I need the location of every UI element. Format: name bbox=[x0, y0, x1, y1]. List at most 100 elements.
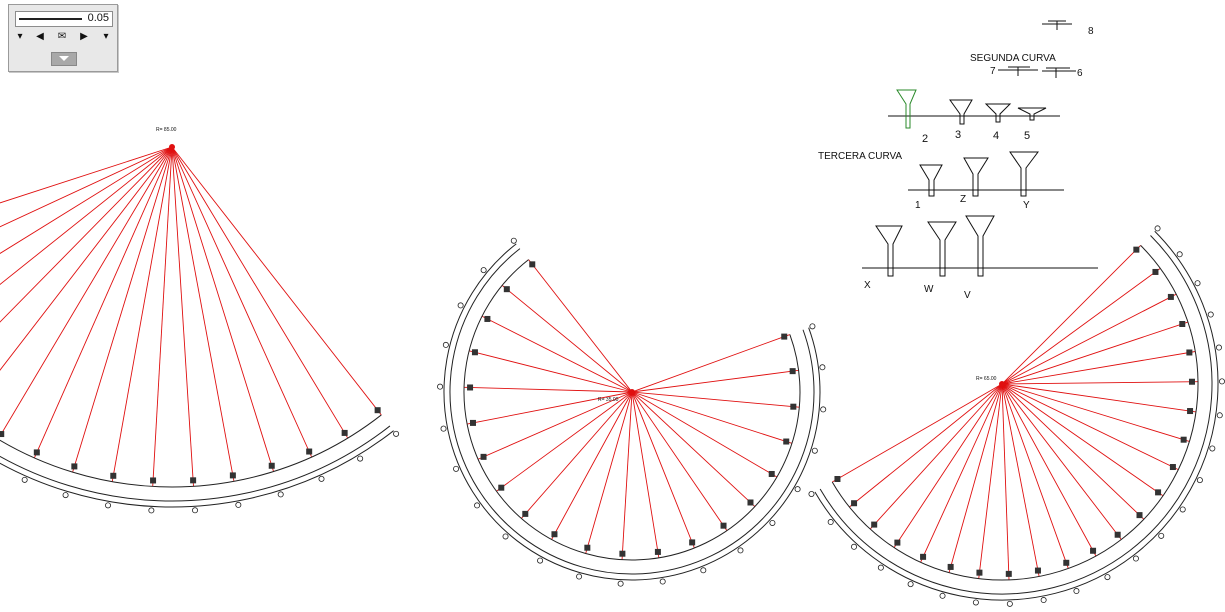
station-circle bbox=[809, 323, 816, 330]
radial-line bbox=[869, 383, 1003, 530]
radial-line bbox=[521, 391, 633, 519]
station-circle bbox=[1154, 225, 1161, 232]
radial-line bbox=[1001, 321, 1189, 385]
station-box bbox=[783, 438, 790, 445]
section-label-6: 6 bbox=[1077, 68, 1083, 79]
station-box bbox=[1186, 349, 1193, 356]
station-box bbox=[790, 403, 797, 410]
curve-center bbox=[629, 389, 635, 395]
section-label-4: 4 bbox=[993, 130, 999, 142]
radial-line bbox=[631, 391, 778, 478]
station-box bbox=[1169, 464, 1176, 471]
station-circle bbox=[1207, 311, 1214, 318]
center-label-3: R= 65.00 bbox=[976, 376, 997, 382]
station-box bbox=[619, 550, 626, 557]
radial-lines bbox=[0, 144, 1198, 580]
station-circle bbox=[62, 492, 69, 499]
station-box bbox=[584, 544, 591, 551]
slider-line bbox=[19, 18, 82, 20]
station-box bbox=[471, 349, 478, 356]
station-box bbox=[1133, 246, 1140, 253]
road-alignment bbox=[0, 230, 1219, 601]
radial-line bbox=[33, 146, 173, 459]
station-box bbox=[467, 384, 474, 391]
curve-center bbox=[169, 144, 175, 150]
radial-line bbox=[1001, 383, 1069, 569]
station-box bbox=[920, 553, 927, 560]
radial-line bbox=[832, 383, 1003, 483]
radial-line bbox=[978, 383, 1003, 579]
station-box bbox=[268, 462, 275, 469]
station-box bbox=[33, 449, 40, 456]
play-icon[interactable]: ▶ bbox=[80, 31, 88, 42]
radial-line bbox=[631, 391, 660, 558]
station-box bbox=[529, 261, 536, 268]
station-circle bbox=[510, 237, 517, 244]
station-box bbox=[190, 477, 197, 484]
station-box bbox=[1114, 531, 1121, 538]
speed-slider[interactable]: 0.05 bbox=[15, 11, 113, 27]
station-circle bbox=[1073, 588, 1080, 595]
station-circle bbox=[1179, 506, 1186, 513]
radial-line bbox=[1001, 351, 1196, 385]
radial-line bbox=[171, 146, 382, 416]
radial-line bbox=[528, 259, 633, 393]
station-box bbox=[110, 472, 117, 479]
radial-line bbox=[0, 146, 173, 228]
radial-line bbox=[477, 391, 633, 460]
radial-line bbox=[1001, 383, 1097, 557]
radial-line bbox=[152, 146, 173, 487]
station-circle bbox=[1176, 251, 1183, 258]
radial-line bbox=[920, 383, 1003, 563]
station-circle bbox=[1209, 445, 1216, 452]
station-box bbox=[1034, 567, 1041, 574]
chevron-down-icon[interactable]: ▾ bbox=[103, 31, 109, 42]
section-label-v: V bbox=[964, 290, 971, 301]
radial-line bbox=[0, 146, 173, 254]
curve-center bbox=[999, 381, 1005, 387]
radial-line bbox=[1001, 293, 1177, 385]
station-circle bbox=[502, 533, 509, 540]
station-circle bbox=[148, 507, 155, 514]
radial-line bbox=[496, 391, 633, 492]
station-circle bbox=[819, 364, 826, 371]
station-circle bbox=[440, 425, 447, 432]
radial-line bbox=[0, 146, 173, 371]
station-circle bbox=[827, 519, 834, 526]
section-label-x: X bbox=[864, 280, 871, 291]
section-label-y: Y bbox=[1023, 200, 1030, 211]
station-circle bbox=[811, 447, 818, 454]
station-box bbox=[480, 453, 487, 460]
prev-icon[interactable]: ◀ bbox=[36, 31, 44, 42]
expand-panel-button[interactable] bbox=[51, 52, 77, 66]
station-circle bbox=[1218, 378, 1225, 385]
chevron-down-icon[interactable]: ▾ bbox=[17, 31, 23, 42]
section-label-2: 2 bbox=[922, 133, 928, 145]
station-box bbox=[1179, 320, 1186, 327]
radial-line bbox=[631, 334, 791, 393]
station-box bbox=[1063, 559, 1070, 566]
segunda-curva-sections: SEGUNDA CURVA 8 7 6 2 3 4 5 bbox=[888, 20, 1094, 145]
radial-line bbox=[1001, 383, 1190, 442]
radial-line bbox=[467, 391, 633, 425]
station-box bbox=[689, 539, 696, 546]
radial-line bbox=[111, 146, 173, 482]
radial-line bbox=[631, 391, 793, 444]
station-circle bbox=[851, 543, 858, 550]
station-circle bbox=[877, 564, 884, 571]
alignment-edge bbox=[0, 414, 382, 488]
alignment-edge bbox=[831, 245, 1199, 581]
radial-line bbox=[1001, 383, 1179, 471]
station-circle bbox=[1104, 574, 1111, 581]
station-box bbox=[871, 521, 878, 528]
radial-line bbox=[1001, 383, 1040, 577]
envelope-icon[interactable]: ✉ bbox=[57, 31, 67, 42]
radial-line bbox=[1001, 381, 1198, 385]
station-box bbox=[0, 431, 5, 438]
section-label-7: 7 bbox=[990, 66, 996, 77]
radial-line bbox=[1001, 268, 1161, 385]
station-box bbox=[1152, 268, 1159, 275]
station-circle bbox=[1216, 412, 1223, 419]
station-circle bbox=[235, 501, 242, 508]
alignment-edge bbox=[0, 430, 394, 508]
